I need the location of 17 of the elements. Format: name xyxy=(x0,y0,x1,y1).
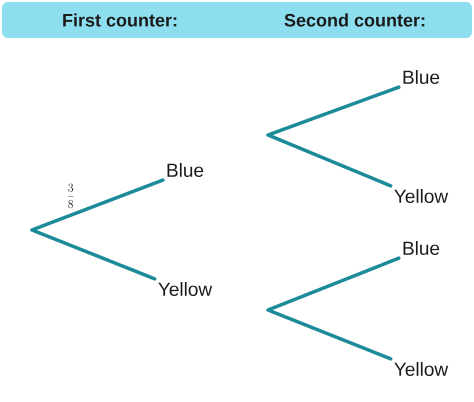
outcome-label: Blue xyxy=(404,70,440,84)
branch-point xyxy=(266,308,270,312)
outcome-label: Blue xyxy=(404,241,440,255)
branch-point xyxy=(30,228,34,232)
branch-line xyxy=(268,134,392,188)
outcome-label: Yellow xyxy=(394,362,448,376)
outcome-label: Blue xyxy=(168,163,204,177)
branch-probability: $\frac{3}{8}$ xyxy=(68,184,74,208)
outcome-label: Yellow xyxy=(158,282,212,296)
branch-line xyxy=(268,256,401,312)
header-band: First counter: Second counter: xyxy=(2,2,472,38)
branch-line xyxy=(268,309,392,361)
branch-line xyxy=(32,178,165,232)
branch-line xyxy=(32,229,156,281)
branch-point xyxy=(266,133,270,137)
outcome-label: Yellow xyxy=(394,189,448,203)
branch-line xyxy=(268,85,401,136)
